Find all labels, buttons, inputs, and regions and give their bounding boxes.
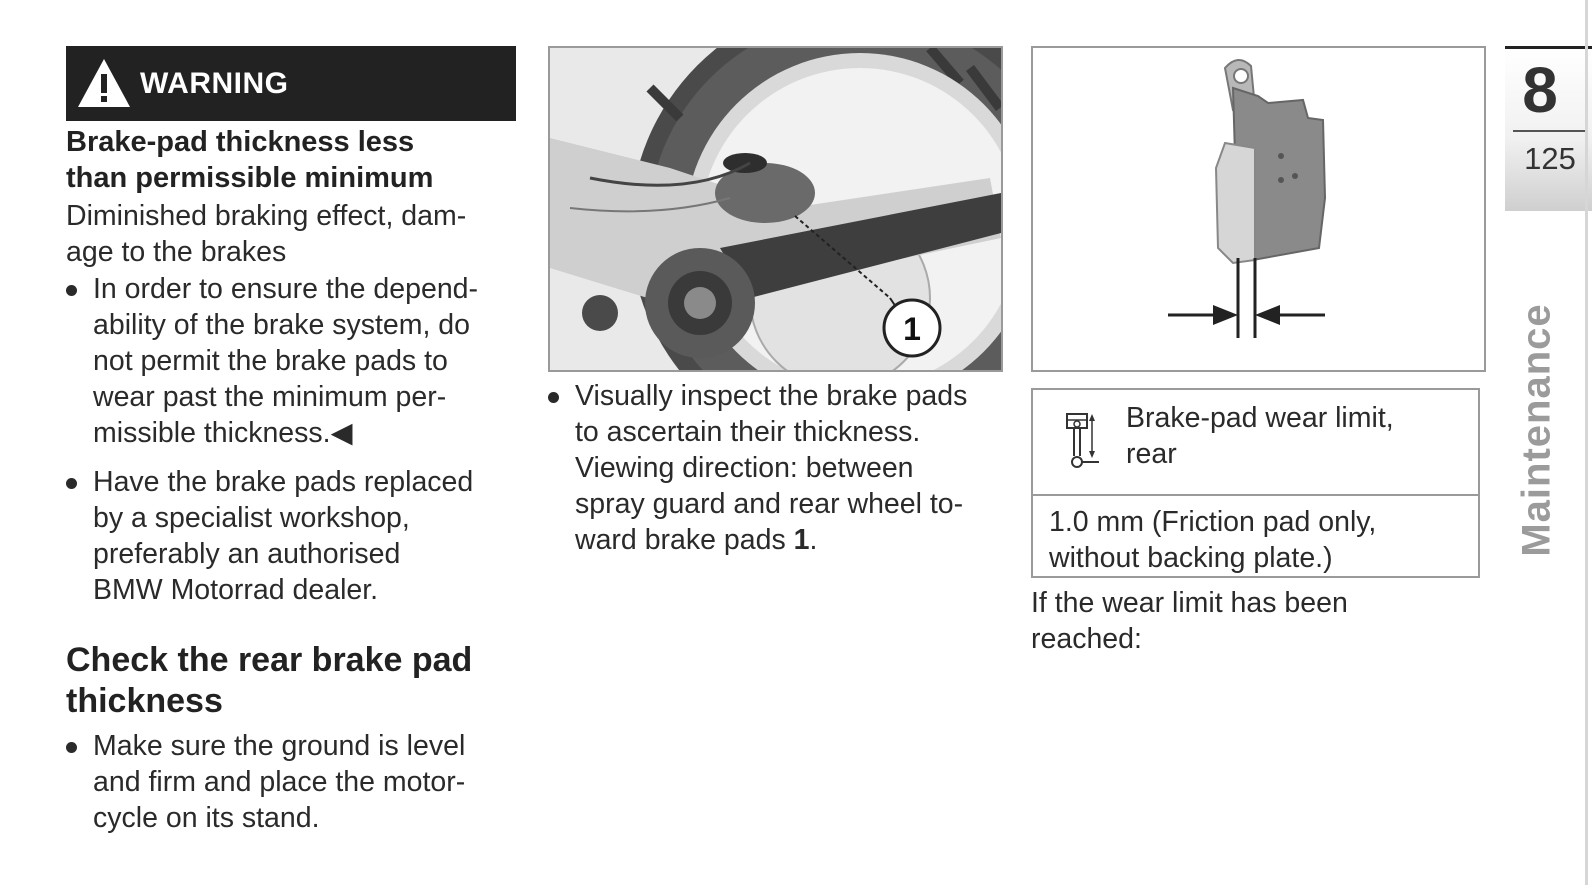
- bullet-dot: [66, 742, 77, 753]
- bullet-dot: [66, 285, 77, 296]
- brake-pad-gauge-icon: [1066, 413, 1099, 468]
- warning-triangle-icon: [78, 59, 130, 107]
- spec-value: 1.0 mm (Friction pad only, without backi…: [1049, 506, 1377, 574]
- wear-limit-reached-text: If the wear limit has been reached:: [1031, 587, 1348, 655]
- warning-title: Brake-pad thickness less than permissibl…: [66, 126, 434, 194]
- rear-wheel-illustration: 1: [550, 48, 1001, 370]
- bullet-dot: [66, 478, 77, 489]
- callout-number: 1: [903, 311, 921, 347]
- page-edge: [1585, 0, 1588, 885]
- bullet-dot: [548, 392, 559, 403]
- chapter-number: 8: [1522, 54, 1558, 126]
- spec-header: Brake-pad wear limit, rear: [1033, 390, 1478, 496]
- chapter-divider: [1513, 130, 1585, 132]
- warning-banner: WARNING: [66, 46, 516, 121]
- rear-wheel-figure: 1: [548, 46, 1003, 372]
- brake-pad-figure: [1031, 46, 1486, 372]
- spec-label: Brake-pad wear limit, rear: [1126, 402, 1394, 470]
- wear-limit-spec-box: Brake-pad wear limit, rear 1.0 mm (Frict…: [1031, 388, 1480, 578]
- section-heading: Check the rear brake pad thickness: [66, 641, 473, 720]
- chapter-tab: 8 125: [1505, 46, 1592, 211]
- page-number: 125: [1524, 141, 1576, 176]
- warning-effect: Diminished braking effect, dam- age to t…: [66, 200, 467, 268]
- warning-label: WARNING: [140, 67, 289, 100]
- callout-ref: 1: [793, 524, 810, 556]
- section-name-vertical: Maintenance: [1514, 303, 1559, 557]
- brake-pad-illustration: [1168, 59, 1327, 338]
